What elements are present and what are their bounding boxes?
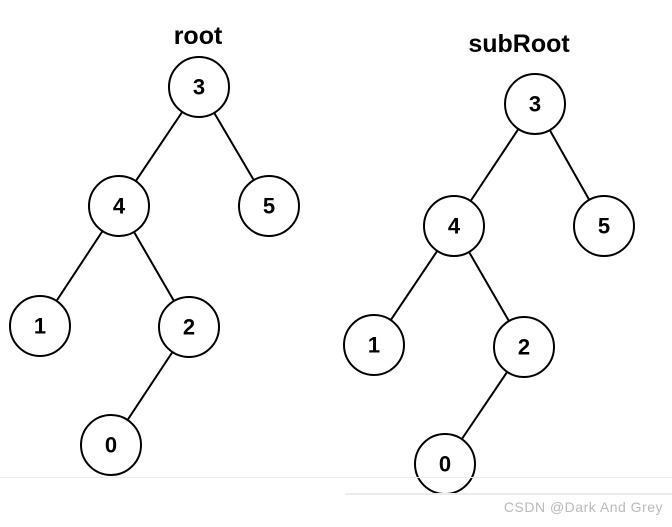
tree-node-circle <box>493 316 555 378</box>
divider-line <box>345 493 672 495</box>
tree-node-value: 5 <box>598 214 610 239</box>
tree-node-value: 3 <box>193 75 205 100</box>
tree-node-circle <box>88 175 150 237</box>
tree-node-circle <box>504 73 566 135</box>
tree-node-circle <box>343 314 405 376</box>
tree-node-value: 1 <box>368 333 380 358</box>
tree-title-subroot: subRoot <box>468 30 570 58</box>
tree-node-circle <box>80 414 142 476</box>
tree-subroot: 3 4 5 1 2 0 <box>343 73 635 495</box>
tree-node-circle <box>423 195 485 257</box>
tree-title-root: root <box>173 22 223 50</box>
divider-line <box>0 477 672 478</box>
tree-node-value: 0 <box>105 433 117 458</box>
tree-node-value: 3 <box>529 92 541 117</box>
tree-node-value: 0 <box>439 452 451 477</box>
tree-node-value: 4 <box>113 194 126 219</box>
tree-node-value: 2 <box>518 335 530 360</box>
tree-node-circle <box>9 295 71 357</box>
tree-node-value: 4 <box>448 214 461 239</box>
watermark-text: CSDN @Dark And Grey <box>503 499 663 515</box>
tree-node-circle <box>238 175 300 237</box>
tree-node-value: 2 <box>183 315 195 340</box>
tree-node-value: 1 <box>34 314 46 339</box>
tree-node-circle <box>573 195 635 257</box>
tree-node-value: 5 <box>263 194 275 219</box>
tree-node-circle <box>158 296 220 358</box>
tree-root: 3 4 5 1 2 0 <box>9 56 300 476</box>
tree-node-circle <box>168 56 230 118</box>
